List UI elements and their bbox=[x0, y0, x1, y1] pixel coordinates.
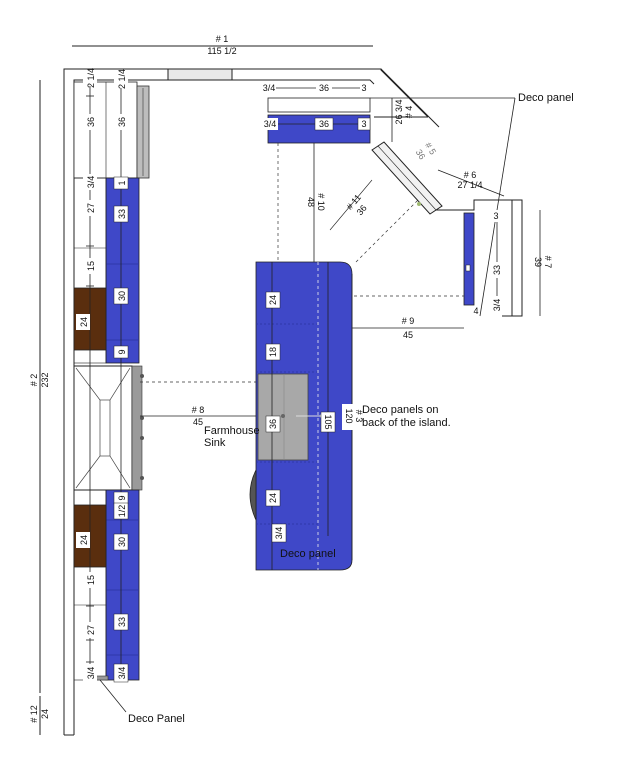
left-inner-dim-1: 2 1/4 bbox=[117, 69, 127, 89]
left-inner-dim-8: 1/2 bbox=[117, 505, 127, 518]
deco-panel-bottom-label: Deco Panel bbox=[128, 713, 185, 725]
island-section-2: 18 bbox=[268, 347, 278, 357]
island-section-3: 36 bbox=[268, 419, 278, 429]
wall-10-dimension: # 10 48 bbox=[306, 143, 326, 262]
left-outer-dim-7: 27 bbox=[86, 625, 96, 635]
right-dim-4: 4 bbox=[473, 306, 478, 316]
island-section-1: 24 bbox=[268, 295, 278, 305]
wall-2-dimension: # 2 232 # 12 24 bbox=[29, 80, 50, 735]
deco-panel-top-label: Deco panel bbox=[518, 92, 574, 104]
left-inner-dimensions: 2 1/4 36 1 33 30 9 9 1/2 30 33 3/4 bbox=[113, 69, 129, 683]
farmhouse-label: Farmhouse bbox=[204, 425, 260, 437]
top-lower-dim-3: 3 bbox=[361, 119, 366, 129]
right-dim-3: 3/4 bbox=[492, 299, 502, 312]
island-deco-panel-label: Deco panel bbox=[280, 548, 336, 560]
left-outer-dim-8: 3/4 bbox=[86, 667, 96, 680]
top-upper-dim-3: 3 bbox=[361, 83, 366, 93]
deco-panel-top-callout: Deco panel bbox=[479, 92, 574, 317]
oven-labels: 24 24 bbox=[76, 314, 90, 548]
right-dim-2: 33 bbox=[492, 265, 502, 275]
left-inner-dim-6: 9 bbox=[117, 349, 127, 354]
wall-4-dimension: # 4 26 3/4 bbox=[370, 97, 515, 142]
left-cabinet-run bbox=[73, 79, 150, 681]
wall-11-length: 36 bbox=[355, 203, 369, 217]
wall-3-length: 120 bbox=[344, 408, 354, 423]
diagonal-wall-panel bbox=[371, 141, 443, 215]
sink-label: Sink bbox=[204, 437, 226, 449]
left-outer-dim-1: 2 1/4 bbox=[86, 68, 96, 88]
top-upper-dim-1: 3/4 bbox=[263, 83, 276, 93]
top-upper-dim-2: 36 bbox=[319, 83, 329, 93]
wall-2-number: # 2 bbox=[29, 374, 39, 387]
wall-8-number: # 8 bbox=[192, 405, 205, 415]
left-inner-dim-10: 33 bbox=[117, 617, 127, 627]
wall-12-length: 24 bbox=[40, 709, 50, 719]
wall-6-number: # 6 bbox=[464, 170, 477, 180]
wall-8-length: 45 bbox=[193, 417, 203, 427]
deco-panel-bottom-callout: Deco Panel bbox=[99, 679, 185, 725]
island-section-5: 3/4 bbox=[274, 527, 284, 540]
wall-10-length: 48 bbox=[306, 197, 316, 207]
right-cabinet-run: 3 33 3/4 4 bbox=[463, 210, 504, 316]
left-outer-dim-2: 36 bbox=[86, 117, 96, 127]
deco-panels-island-label: Deco panels on back of the island. bbox=[362, 404, 451, 429]
left-outer-dimensions: 2 1/4 36 3/4 27 15 15 27 3/4 bbox=[83, 68, 97, 682]
top-lower-dim-1: 3/4 bbox=[264, 119, 277, 129]
left-outer-dim-4: 27 bbox=[86, 203, 96, 213]
wall-4-length: 26 3/4 bbox=[394, 99, 404, 124]
wall-8-dimension: # 8 45 bbox=[140, 405, 258, 427]
wall-11-dimension: # 11 36 bbox=[329, 179, 373, 231]
wall-3-dimension: # 3 120 bbox=[342, 274, 364, 560]
wall-7-length: 39 bbox=[533, 257, 543, 267]
island: 24 18 36 24 3/4 105 Deco panel bbox=[249, 261, 353, 571]
wall-1-number: # 1 bbox=[216, 34, 229, 44]
island-length: 105 bbox=[323, 414, 333, 429]
wall-5-dimension: # 5 36 bbox=[414, 140, 438, 161]
wall-10-number: # 10 bbox=[316, 193, 326, 211]
top-cabinet-run: 3/4 36 3 3/4 36 3 bbox=[262, 82, 371, 144]
left-outer-dim-3: 3/4 bbox=[86, 176, 96, 189]
left-inner-dim-2: 36 bbox=[117, 117, 127, 127]
oven-1-width: 24 bbox=[79, 317, 89, 327]
wall-9-number: # 9 bbox=[402, 316, 415, 326]
oven-2-width: 24 bbox=[79, 535, 89, 545]
wall-7-dimension: # 7 39 bbox=[533, 210, 553, 316]
wall-7-number: # 7 bbox=[543, 256, 553, 269]
left-outer-dim-6: 15 bbox=[86, 575, 96, 585]
wall-1-length: 115 1/2 bbox=[207, 46, 236, 56]
clearance-lines bbox=[140, 143, 464, 383]
wall-3-number: # 3 bbox=[354, 410, 364, 423]
left-inner-dim-5: 30 bbox=[117, 291, 127, 301]
top-lower-dim-2: 36 bbox=[319, 119, 329, 129]
left-inner-dim-3: 1 bbox=[117, 180, 127, 185]
left-inner-dim-11: 3/4 bbox=[117, 667, 127, 680]
wall-4-number: # 4 bbox=[404, 106, 414, 119]
wall-2-length: 232 bbox=[40, 372, 50, 387]
left-inner-dim-9: 30 bbox=[117, 537, 127, 547]
left-outer-dim-5: 15 bbox=[86, 261, 96, 271]
wall-9-dimension: # 9 45 bbox=[352, 316, 464, 340]
left-inner-dim-7: 9 bbox=[117, 495, 127, 500]
wall-12-number: # 12 bbox=[29, 705, 39, 723]
wall-6-length: 27 1/4 bbox=[457, 180, 482, 190]
wall-6-dimension: # 6 27 1/4 bbox=[437, 169, 505, 197]
wall-1-dimension: # 1 115 1/2 bbox=[72, 34, 373, 56]
island-section-4: 24 bbox=[268, 493, 278, 503]
wall-5-length: 36 bbox=[414, 148, 428, 162]
deco-panels-island-callout: Deco panels on back of the island. bbox=[362, 404, 451, 429]
farmhouse-sink-label: Farmhouse Sink bbox=[204, 425, 260, 449]
right-dim-1: 3 bbox=[493, 211, 498, 221]
left-inner-dim-4: 33 bbox=[117, 209, 127, 219]
wall-9-length: 45 bbox=[403, 330, 413, 340]
